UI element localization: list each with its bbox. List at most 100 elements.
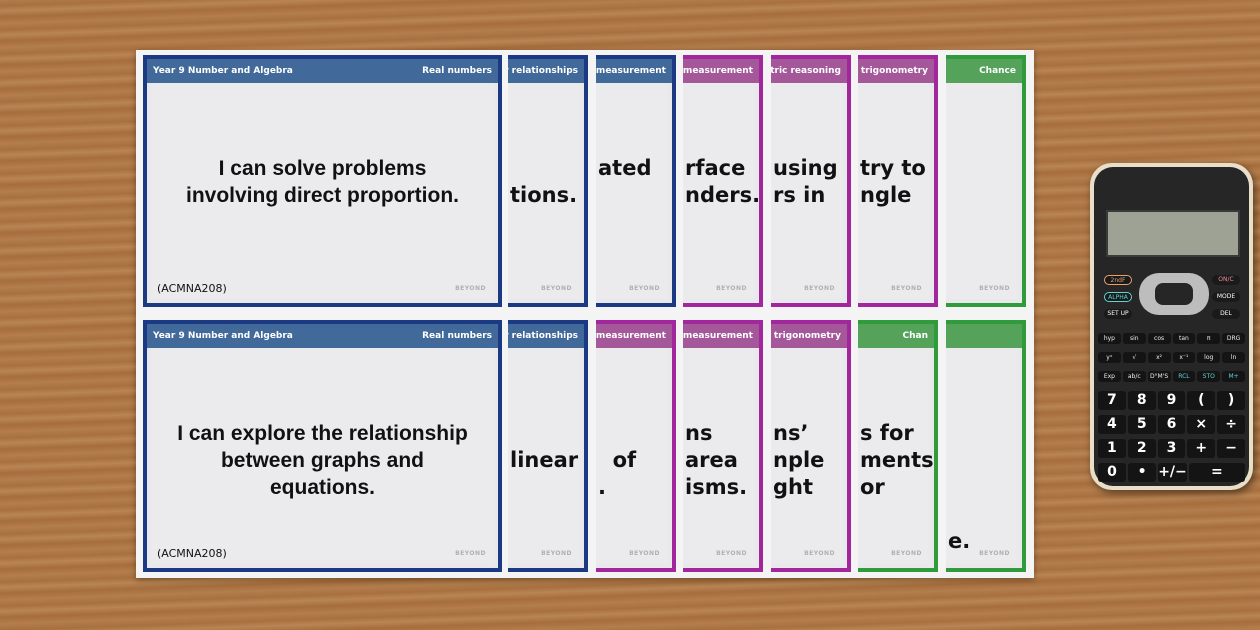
calc-key: ln — [1222, 352, 1245, 363]
card-header: Year 9 Number and Algebra Real numbers — [147, 59, 498, 83]
card-statement-fragment: rs in — [773, 183, 826, 207]
calc-key-setup: SET UP — [1104, 309, 1132, 319]
calc-key: +/− — [1158, 463, 1187, 482]
calc-key: 6 — [1157, 415, 1186, 434]
calc-key: Exp — [1098, 371, 1121, 382]
calc-key: ) — [1217, 391, 1245, 410]
card-header: ear relationships — [508, 59, 584, 83]
card-header: nd trigonometry — [858, 59, 934, 83]
card-header: of measurement — [683, 59, 759, 83]
calc-key: • — [1128, 463, 1157, 482]
flashcard-partial: of measurement rface nders. BEYOND — [683, 55, 763, 307]
brand-logo: BEYOND — [541, 550, 572, 557]
flashcard-main: Year 9 Number and Algebra Real numbers I c… — [143, 55, 502, 307]
card-statement-fragment: rface — [685, 156, 746, 180]
card-header: of measurement — [596, 59, 672, 83]
calculator-screen — [1106, 210, 1240, 257]
calc-key: x⁻¹ — [1172, 352, 1196, 363]
calculator-arrow-pad — [1139, 273, 1209, 315]
brand-logo: BEYOND — [891, 285, 922, 292]
calc-key: 3 — [1157, 439, 1186, 458]
card-header: nd trigonometry — [771, 324, 847, 348]
card-header — [946, 324, 1022, 348]
card-topic: Real numbers — [422, 66, 492, 76]
card-statement-fragment: area — [685, 448, 738, 472]
calc-key: + — [1187, 439, 1216, 458]
card-topic: Chance — [979, 66, 1016, 76]
card-header: metric reasoning — [771, 59, 847, 83]
card-category: Year 9 Number and Algebra — [153, 66, 293, 76]
card-statement-fragment: nders. — [685, 183, 761, 207]
brand-logo: BEYOND — [541, 285, 572, 292]
brand-logo: BEYOND — [804, 550, 835, 557]
calc-key: sin — [1122, 333, 1146, 344]
card-statement-line: equations. — [269, 476, 375, 499]
card-statement-fragment: isms. — [685, 475, 748, 499]
card-topic: of measurement — [683, 331, 753, 341]
brand-logo: BEYOND — [716, 285, 747, 292]
card-topic: nd trigonometry — [858, 66, 928, 76]
card-body: tions.BEYOND — [508, 83, 580, 299]
calc-key: 4 — [1098, 415, 1126, 434]
brand-logo: BEYOND — [979, 550, 1010, 557]
calc-key: 8 — [1127, 391, 1156, 410]
card-body: e.BEYOND — [946, 348, 1018, 564]
card-body: rface nders. BEYOND — [683, 83, 759, 299]
card-header: of measurement — [596, 324, 672, 348]
curriculum-code: (ACMNA208) — [157, 282, 227, 295]
calc-key: x² — [1147, 352, 1171, 363]
brand-logo: BEYOND — [891, 550, 922, 557]
calc-key-2ndf: 2ndF — [1104, 275, 1132, 285]
card-statement-fragment: ns — [685, 421, 713, 445]
brand-logo: BEYOND — [629, 550, 660, 557]
calc-key: ÷ — [1217, 415, 1245, 434]
calc-key: − — [1217, 439, 1245, 458]
calc-key: DRG — [1222, 333, 1245, 344]
calc-key-alpha: ALPHA — [1104, 292, 1132, 302]
calc-key: M+ — [1222, 371, 1245, 382]
calc-key: π — [1197, 333, 1221, 344]
card-topic: Real numbers — [422, 331, 492, 341]
card-topic: metric reasoning — [771, 66, 841, 76]
calc-key: 7 — [1098, 391, 1126, 410]
calc-key-onc: ON/C — [1212, 275, 1240, 285]
card-body: BEYOND — [946, 83, 1018, 299]
calc-key: log — [1197, 352, 1221, 363]
calc-key: 5 — [1127, 415, 1156, 434]
calc-key-mode: MODE — [1212, 292, 1240, 302]
curriculum-code: (ACMNA208) — [157, 547, 227, 560]
card-statement-line: I can solve problems — [218, 157, 427, 180]
brand-logo: BEYOND — [455, 285, 486, 292]
card-statement-fragment: try to — [860, 156, 926, 180]
card-statement-fragment: nple — [773, 448, 825, 472]
card-statement-fragment: . — [598, 475, 606, 499]
calc-key-del: DEL — [1212, 309, 1240, 319]
card-statement-fragment: ments — [860, 448, 934, 472]
calc-key: × — [1187, 415, 1216, 434]
calc-key: D°M'S — [1147, 371, 1171, 382]
calc-key: hyp — [1098, 333, 1121, 344]
card-statement-fragment: or — [860, 475, 885, 499]
card-topic: Chan — [902, 331, 929, 341]
card-statement-fragment: of — [598, 448, 637, 472]
calc-key: √ — [1122, 352, 1146, 363]
